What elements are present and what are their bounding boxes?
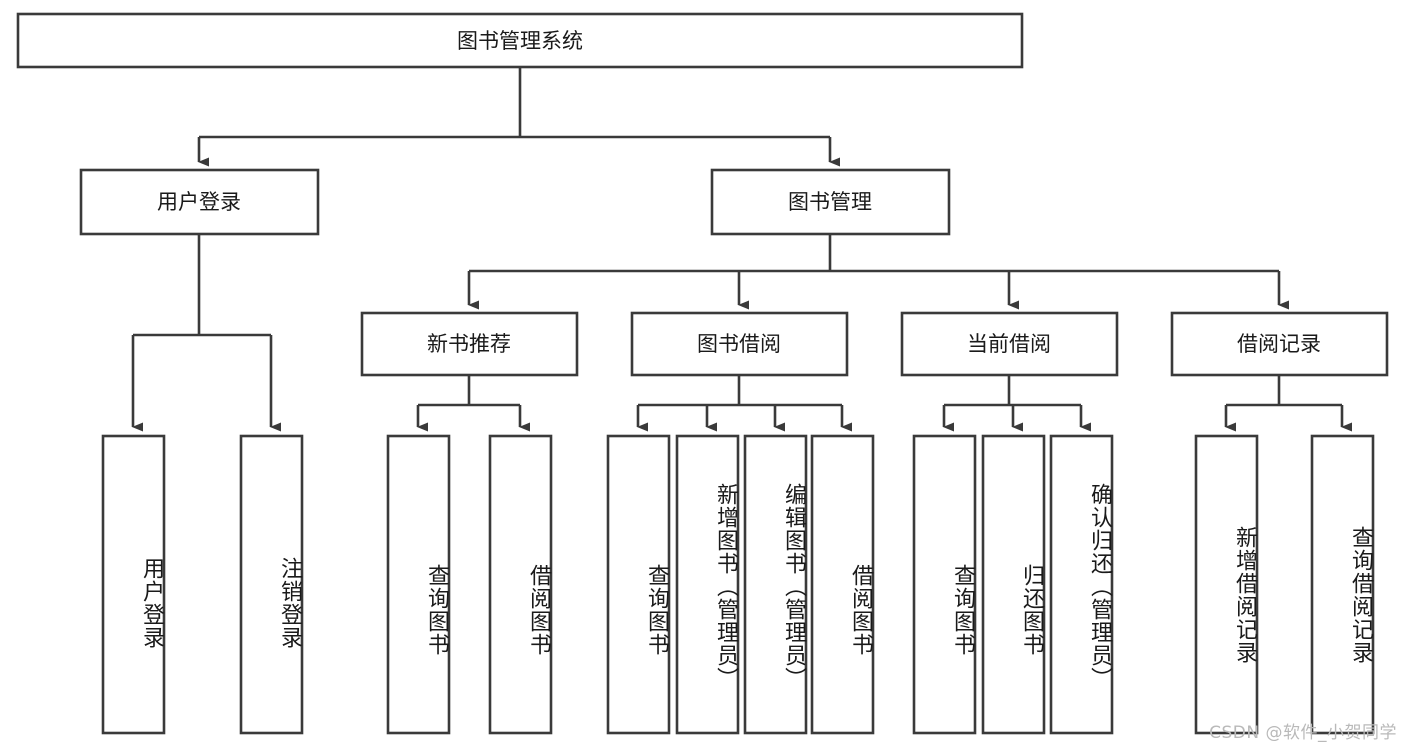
node-user-login-box[interactable] [79, 168, 320, 236]
leaf-box-book-borrow-2[interactable] [675, 434, 740, 735]
leaf-box-current-borrow-2[interactable] [981, 434, 1046, 735]
node-current-borrow-label: 当前借阅 [967, 332, 1051, 356]
node-borrow-record-label: 借阅记录 [1237, 332, 1321, 356]
leaf-box-book-borrow-4[interactable] [810, 434, 875, 735]
leaf-box-current-borrow-3[interactable] [1049, 434, 1114, 735]
leaf-box-borrow-record-1[interactable] [1194, 434, 1259, 735]
node-root-box[interactable] [16, 12, 1024, 69]
node-user-login-label: 用户登录 [157, 190, 241, 214]
leaf-box-user-login-1[interactable] [101, 434, 166, 735]
node-new-book-recommend-box[interactable] [360, 311, 579, 377]
node-book-borrow-box[interactable] [630, 311, 849, 377]
leaf-box-new-book-2[interactable] [488, 434, 553, 735]
leaf-box-book-borrow-3[interactable] [743, 434, 808, 735]
node-book-borrow-label: 图书借阅 [697, 332, 781, 356]
leaf-box-current-borrow-1[interactable] [912, 434, 977, 735]
leaf-box-borrow-record-2[interactable] [1310, 434, 1375, 735]
node-borrow-record-box[interactable] [1170, 311, 1389, 377]
node-book-manage-label: 图书管理 [788, 190, 872, 214]
leaf-box-new-book-1[interactable] [386, 434, 451, 735]
node-root-label: 图书管理系统 [457, 29, 583, 53]
node-current-borrow-box[interactable] [900, 311, 1119, 377]
leaf-box-user-login-2[interactable] [239, 434, 304, 735]
leaf-box-book-borrow-1[interactable] [606, 434, 671, 735]
node-new-book-recommend-label: 新书推荐 [427, 332, 511, 356]
watermark-text: CSDN @软件_小贺同学 [1209, 723, 1397, 743]
node-book-manage-box[interactable] [710, 168, 951, 236]
